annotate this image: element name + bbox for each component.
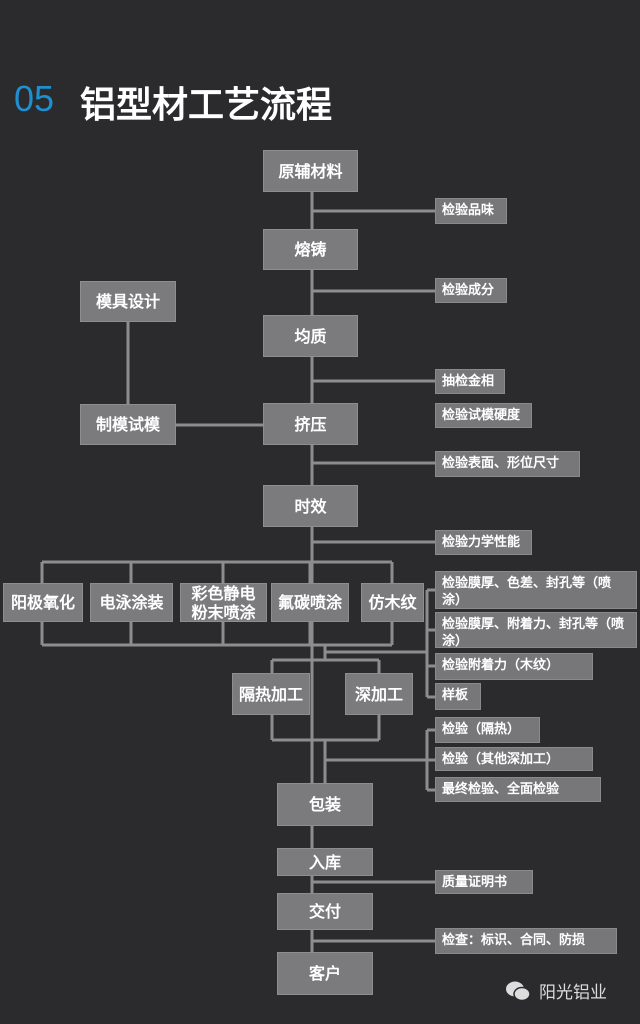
step-aging: 时效 <box>263 485 358 527</box>
step-thermal-break: 隔热加工 <box>232 673 310 715</box>
check-note: 检验膜厚、附着力、封孔等（喷涂） <box>435 612 637 649</box>
watermark: 阳光铝业 <box>505 978 607 1003</box>
step-casting: 熔铸 <box>263 229 358 270</box>
step-fluorocarbon: 氟碳喷涂 <box>271 583 349 622</box>
check-note: 检验膜厚、色差、封孔等（喷涂） <box>435 571 637 609</box>
step-homogenizing: 均质 <box>263 315 358 357</box>
step-electrophoresis: 电泳涂装 <box>90 583 173 622</box>
step-anodizing: 阳极氧化 <box>3 583 83 622</box>
check-note: 检验（隔热） <box>435 717 540 743</box>
section-number: 05 <box>14 78 55 119</box>
check-note: 检验成分 <box>435 278 507 303</box>
check-note: 检验表面、形位尺寸 <box>435 451 580 477</box>
step-deep-processing: 深加工 <box>345 673 413 715</box>
check-note: 质量证明书 <box>435 870 533 894</box>
step-raw-materials: 原辅材料 <box>263 150 358 192</box>
step-customer: 客户 <box>277 952 373 995</box>
page-title: 铝型材工艺流程 <box>80 85 333 126</box>
check-note: 最终检验、全面检验 <box>435 777 601 802</box>
watermark-text: 阳光铝业 <box>539 983 607 1003</box>
step-extrusion: 挤压 <box>263 403 358 445</box>
check-note: 检验试模硬度 <box>435 403 532 428</box>
step-delivery: 交付 <box>277 893 373 930</box>
check-note: 样板 <box>435 683 481 710</box>
wechat-icon <box>506 981 531 1001</box>
step-powder-coating: 彩色静电粉末喷涂 <box>180 583 267 622</box>
step-packing: 包装 <box>277 783 373 826</box>
check-note: 检验力学性能 <box>435 530 532 555</box>
step-mold-design: 模具设计 <box>80 281 176 322</box>
check-note: 抽检金相 <box>435 369 505 394</box>
check-note: 检验（其他深加工） <box>435 747 593 771</box>
step-warehousing: 入库 <box>277 848 373 876</box>
step-wood-grain: 仿木纹 <box>361 583 424 622</box>
step-mold-trial: 制模试模 <box>80 404 176 445</box>
check-note: 检查：标识、合同、防损 <box>435 928 617 954</box>
check-note: 检验附着力（木纹） <box>435 653 593 680</box>
check-note: 检验品味 <box>435 198 507 224</box>
